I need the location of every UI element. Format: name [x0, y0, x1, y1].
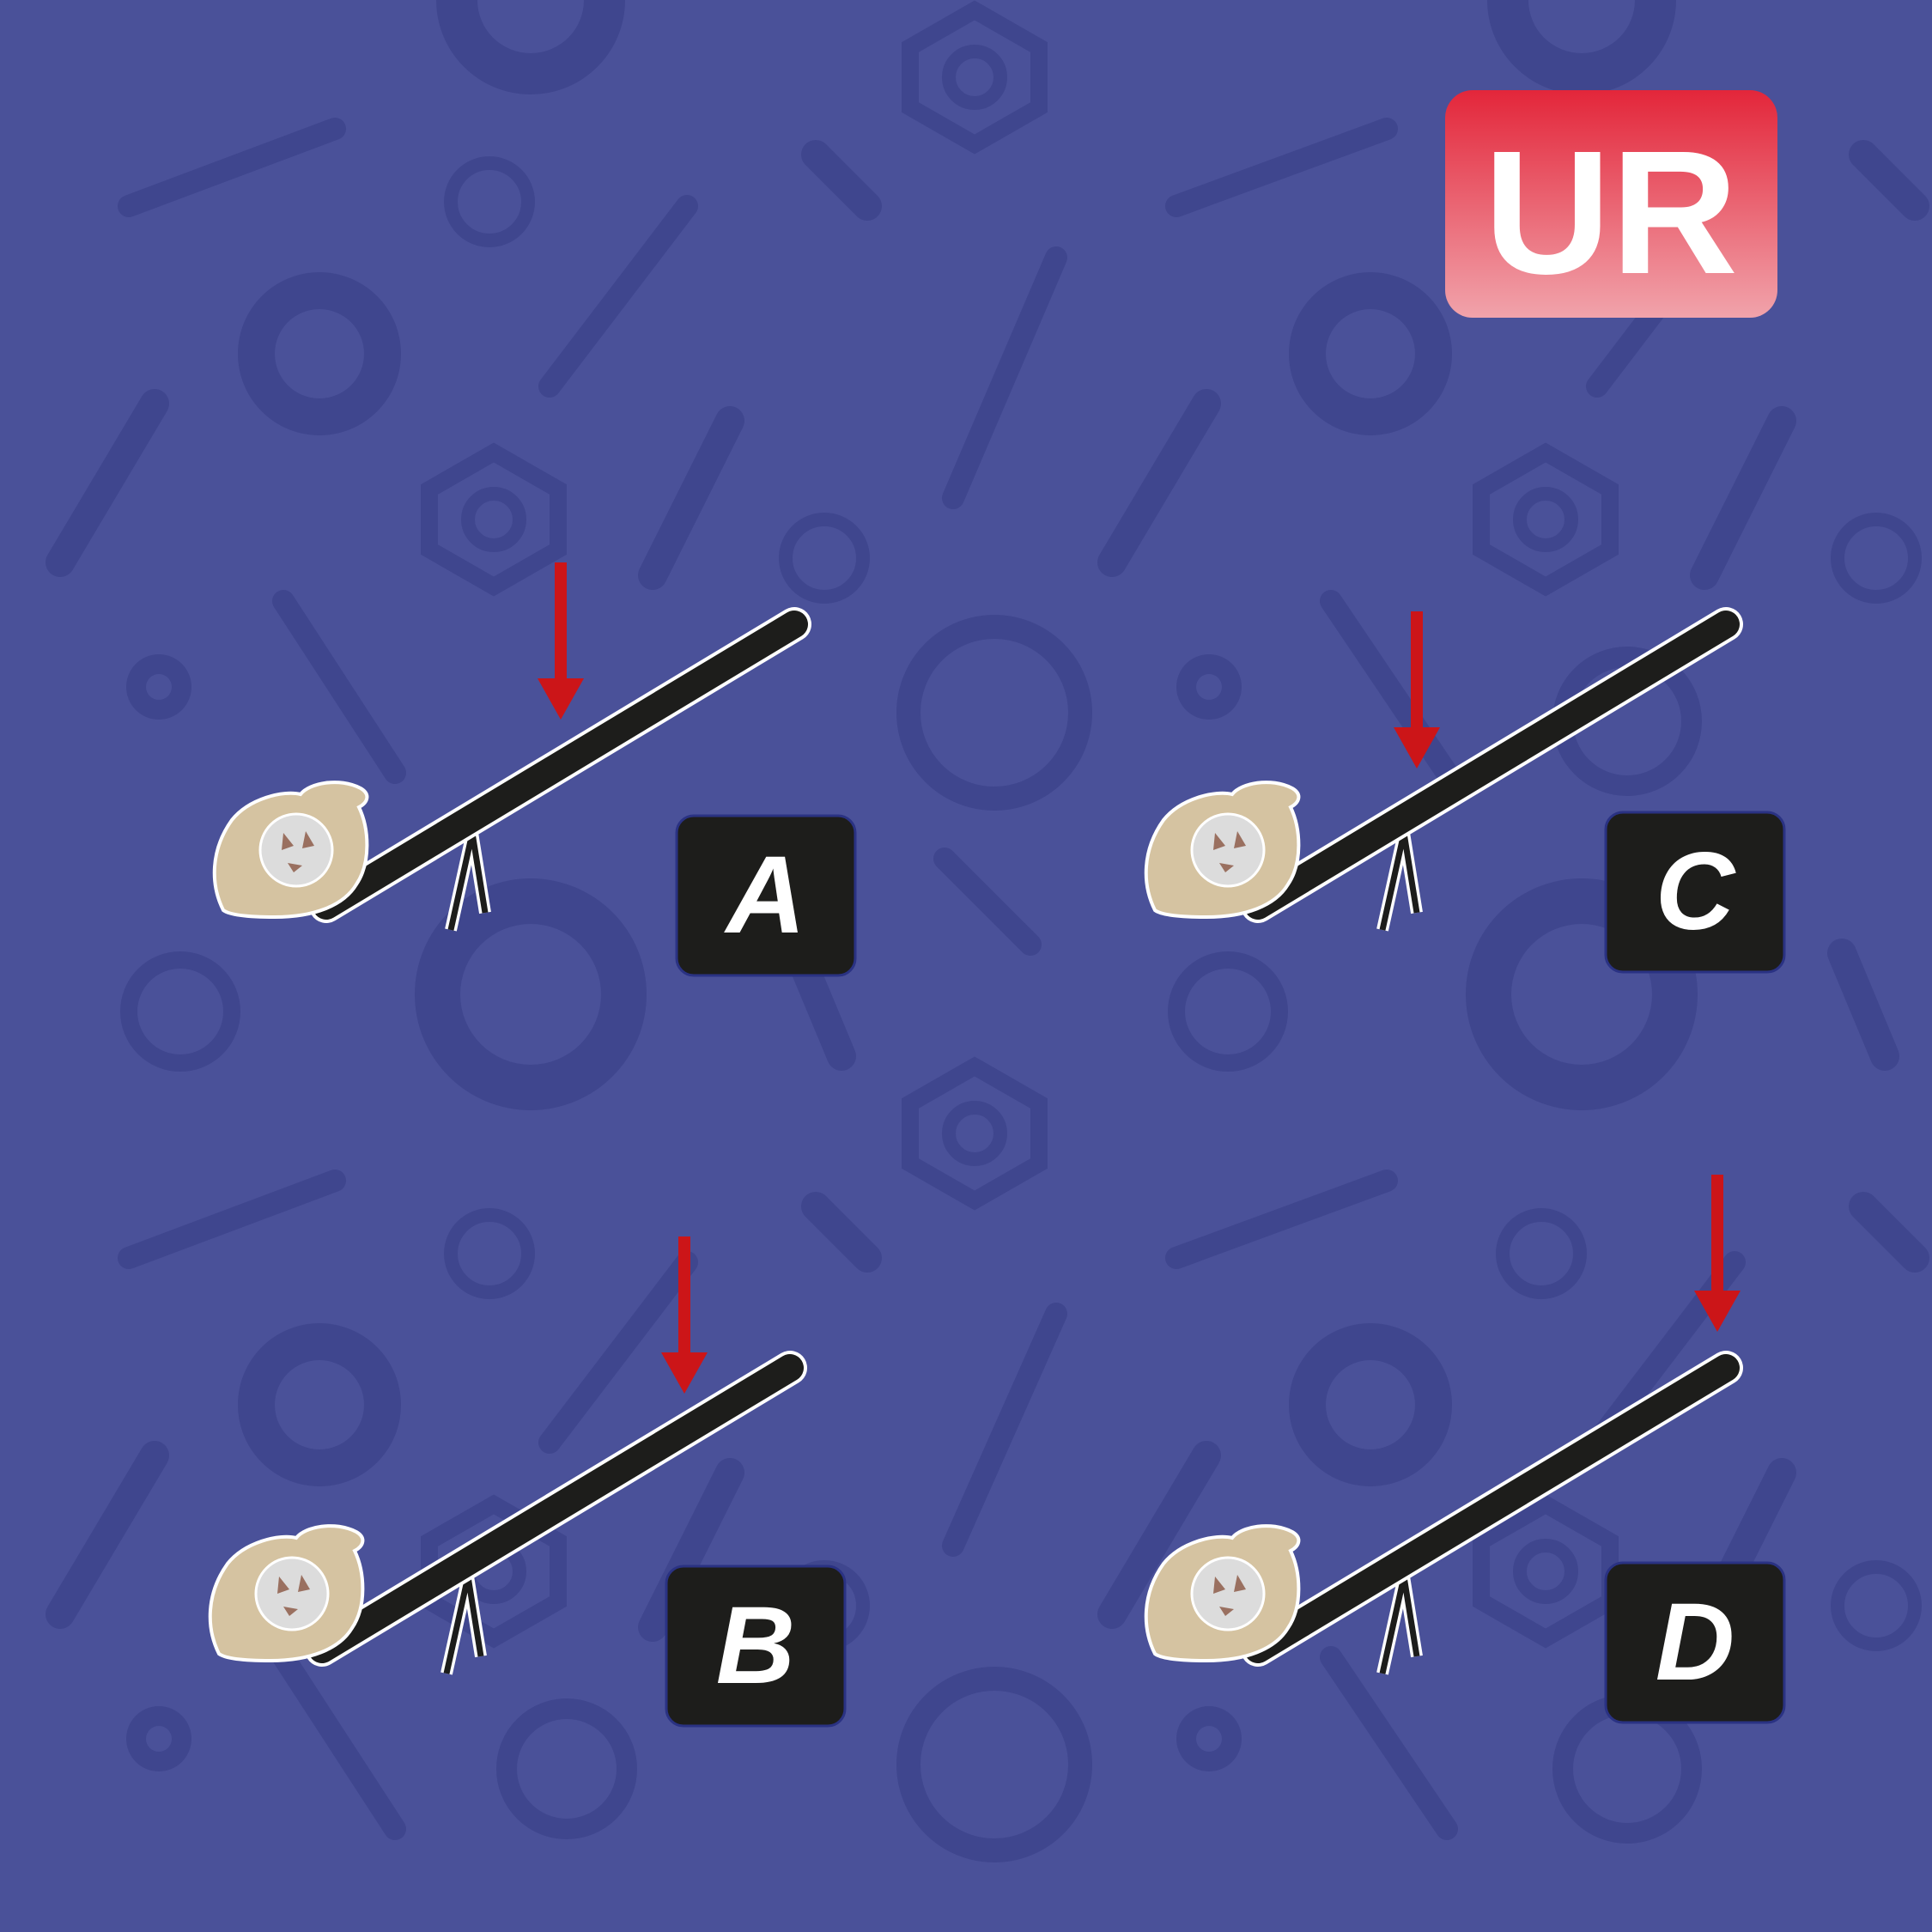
sack-icon	[1144, 781, 1301, 920]
lever-beam	[1241, 607, 1743, 923]
option-label-text: B	[716, 1584, 795, 1707]
gear-icon	[1487, 0, 1676, 94]
arrow-icon	[1694, 1175, 1741, 1332]
gear-icon	[1289, 272, 1452, 435]
option-label-a[interactable]: A	[675, 814, 857, 977]
option-label-c[interactable]: C	[1604, 811, 1786, 974]
gear-icon	[238, 1323, 401, 1486]
option-label-text: C	[1656, 830, 1736, 953]
nut-icon	[421, 442, 567, 597]
option-label-text: A	[724, 834, 805, 957]
nut-icon	[1473, 442, 1619, 597]
gear-icon	[1289, 1323, 1452, 1486]
nut-icon	[1831, 513, 1922, 604]
lever-beam	[1241, 1351, 1743, 1667]
gear-icon	[896, 615, 1092, 811]
nut-icon	[1176, 1706, 1242, 1771]
sack-icon	[212, 781, 369, 920]
wrench-icon	[118, 118, 1746, 1840]
sack-icon	[1144, 1524, 1301, 1663]
lever-panel-d: D	[1144, 1175, 1786, 1724]
gear-icon	[1168, 951, 1288, 1072]
lever-panel-b: B	[208, 1236, 847, 1728]
gear-icon	[436, 0, 625, 94]
lever-panel-a: A	[212, 562, 857, 977]
nut-icon	[444, 156, 535, 247]
option-label-text: D	[1656, 1581, 1735, 1704]
lever-beam	[309, 607, 811, 923]
nut-icon	[444, 1208, 535, 1299]
nut-icon	[1473, 1494, 1619, 1649]
sack-icon	[208, 1524, 365, 1663]
gear-icon	[415, 878, 647, 1110]
nut-icon	[1176, 654, 1242, 720]
arrow-icon	[1394, 611, 1440, 769]
nut-icon	[1496, 1208, 1587, 1299]
nut-icon	[126, 654, 191, 720]
arrow-icon	[538, 562, 584, 720]
option-label-d[interactable]: D	[1604, 1561, 1786, 1724]
nut-icon	[126, 1706, 191, 1771]
gear-icon	[896, 1667, 1092, 1862]
nut-icon	[902, 1056, 1048, 1211]
gear-icon	[238, 272, 401, 435]
nut-icon	[779, 513, 870, 604]
lever-panel-c: C	[1144, 607, 1786, 974]
arrow-icon	[661, 1236, 708, 1394]
option-label-b[interactable]: B	[665, 1564, 847, 1728]
nut-icon	[1831, 1560, 1922, 1651]
ur-badge: UR	[1445, 90, 1777, 318]
lever-beam	[305, 1351, 807, 1667]
nut-icon	[902, 0, 1048, 155]
badge-text: UR	[1484, 114, 1738, 311]
gear-icon	[496, 1698, 637, 1839]
gear-icon	[120, 951, 240, 1072]
